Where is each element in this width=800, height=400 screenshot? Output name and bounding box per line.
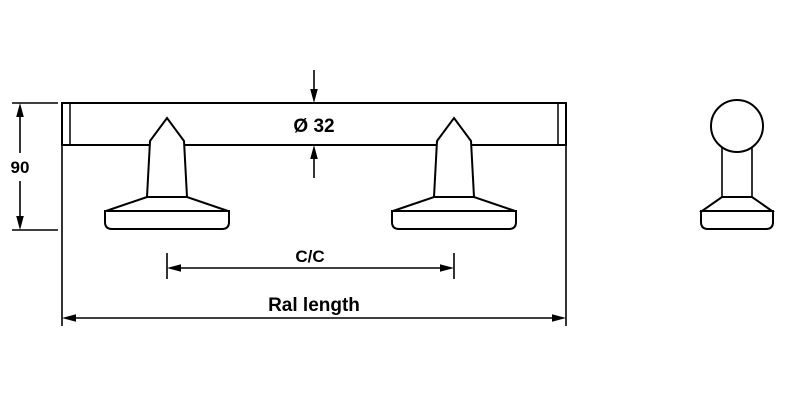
- cc-arrow-left-head: [167, 264, 181, 272]
- side-view: [698, 99, 776, 230]
- base-cone-left: [105, 196, 229, 212]
- base-rim-right: [391, 210, 517, 230]
- rail-length-arrow-left-head: [62, 314, 76, 322]
- rail-length-dimension: Ral length: [61, 146, 567, 326]
- cc-arrow-right-head: [440, 264, 454, 272]
- diameter-label: Ø 32: [293, 116, 334, 137]
- rail-length-arrow-right-head: [552, 314, 566, 322]
- diameter-dimension: Ø 32: [293, 70, 335, 178]
- base-rim-left: [104, 210, 230, 230]
- base-cone-right: [392, 196, 516, 212]
- side-base-cone: [698, 196, 776, 212]
- height-arrow-top-head: [16, 103, 24, 117]
- cc-dimension: C/C: [166, 247, 455, 279]
- front-view: [61, 102, 567, 230]
- rail-length-label: Ral length: [268, 295, 360, 316]
- side-rail-end-circle: [710, 99, 764, 153]
- cc-label: C/C: [295, 247, 324, 266]
- height-label: 90: [11, 158, 30, 177]
- side-base-rim: [700, 210, 774, 230]
- height-arrow-bottom-head: [16, 216, 24, 230]
- height-dimension: 90: [11, 102, 58, 231]
- diameter-arrow-top-head: [310, 89, 318, 103]
- rail-body: [61, 102, 567, 146]
- diameter-arrow-bottom-head: [310, 145, 318, 159]
